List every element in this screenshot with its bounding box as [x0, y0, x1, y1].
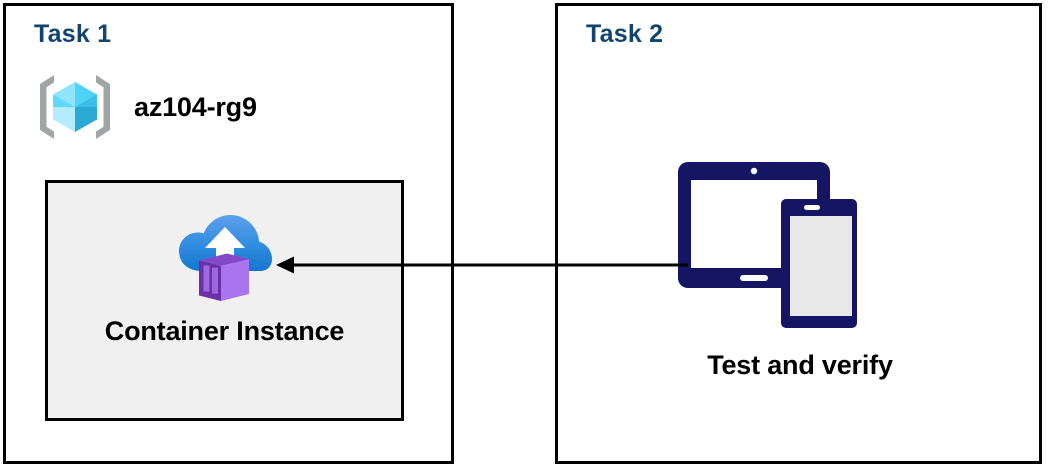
container-instance-label: Container Instance: [104, 316, 345, 346]
resource-group-row: az104-rg9: [36, 68, 257, 146]
resource-group-name: az104-rg9: [134, 91, 257, 122]
test-and-verify-label: Test and verify: [707, 350, 893, 380]
task-1-panel: Task 1 az104-rg9: [3, 3, 454, 464]
task-1-label: Task 1: [34, 20, 112, 48]
task-2-label: Task 2: [586, 20, 664, 48]
container-instance-box: Container Instance: [45, 180, 404, 421]
resource-group-icon: [36, 68, 114, 146]
